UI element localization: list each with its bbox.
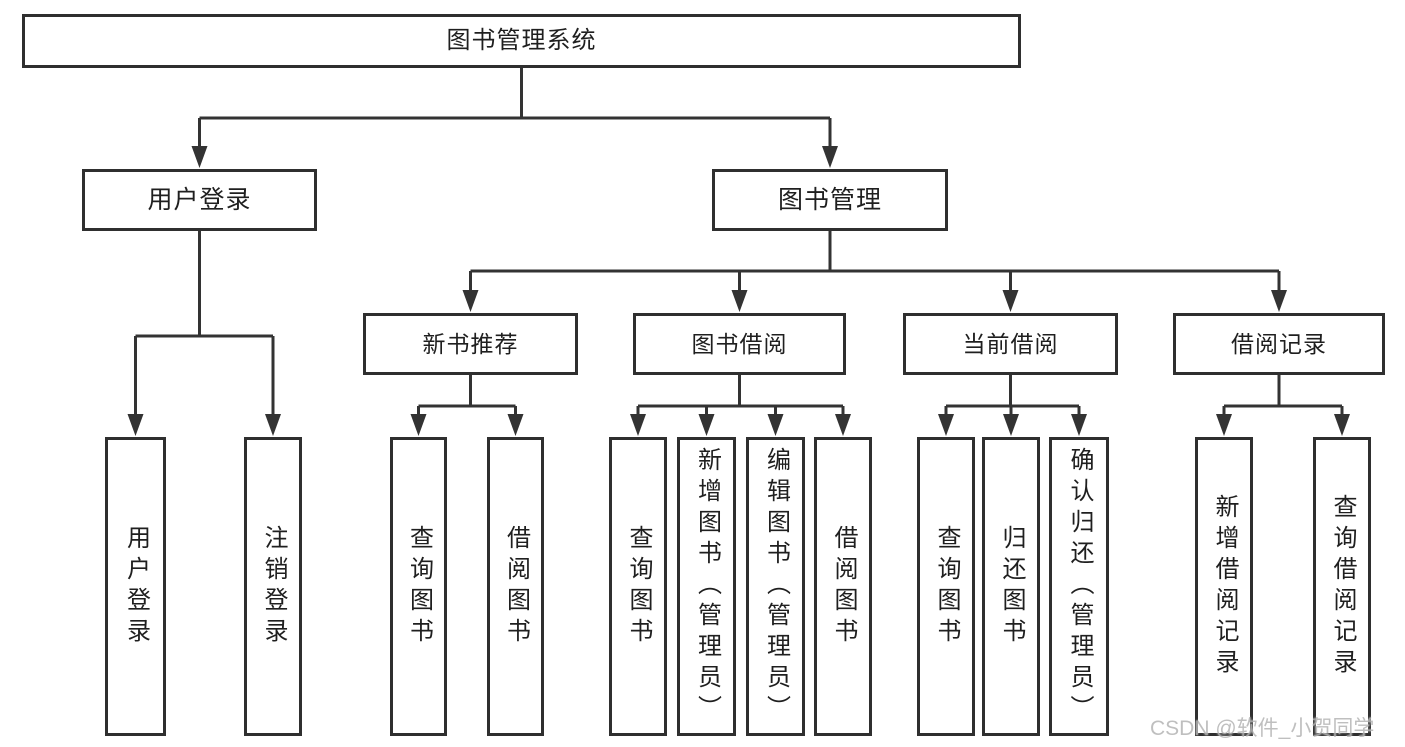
leaf-add-borrow-record: 新增借阅记录 [1195, 437, 1253, 736]
leaf-query-books-borrow-label: 查询图书 [625, 524, 652, 649]
connector-paths [134, 68, 1344, 416]
node-new-book-recommend: 新书推荐 [363, 313, 578, 375]
leaf-return-book-label: 归还图书 [998, 524, 1025, 649]
root-node-label: 图书管理系统 [446, 27, 597, 54]
leaf-borrow-books-newbook: 借阅图书 [487, 437, 544, 736]
node-book-management: 图书管理 [712, 169, 948, 231]
leaf-borrow-books-borrow-label: 借阅图书 [830, 524, 857, 649]
leaf-user-login-label: 用户登录 [122, 524, 150, 649]
leaf-logout-label: 注销登录 [260, 524, 287, 649]
root-node-library-system: 图书管理系统 [22, 14, 1021, 68]
node-current-borrowing-label: 当前借阅 [962, 330, 1059, 357]
leaf-confirm-return-admin-label: 确认归还（管理员） [1066, 447, 1093, 726]
leaf-confirm-return-admin: 确认归还（管理员） [1049, 437, 1109, 736]
leaf-add-borrow-record-label: 新增借阅记录 [1211, 493, 1238, 680]
leaf-logout: 注销登录 [244, 437, 302, 736]
leaf-query-books-borrow: 查询图书 [609, 437, 667, 736]
leaf-user-login: 用户登录 [105, 437, 166, 736]
node-borrowing-records-label: 借阅记录 [1231, 330, 1327, 357]
leaf-return-book: 归还图书 [982, 437, 1040, 736]
node-borrowing-records: 借阅记录 [1173, 313, 1385, 375]
csdn-watermark: CSDN @软件_小贺同学 [1150, 717, 1375, 740]
node-book-borrowing-label: 图书借阅 [691, 330, 788, 357]
node-current-borrowing: 当前借阅 [903, 313, 1118, 375]
leaf-borrow-books-borrow: 借阅图书 [814, 437, 872, 736]
leaf-borrow-books-newbook-label: 借阅图书 [502, 524, 530, 649]
node-new-book-recommend-label: 新书推荐 [422, 330, 519, 357]
leaf-add-book-admin-label: 新增图书（管理员） [693, 447, 721, 726]
leaf-add-book-admin: 新增图书（管理员） [677, 437, 736, 736]
node-user-login-label: 用户登录 [147, 185, 252, 214]
node-book-borrowing: 图书借阅 [633, 313, 846, 375]
arrowheads [127, 146, 1350, 436]
leaf-query-borrow-record-label: 查询借阅记录 [1329, 493, 1356, 680]
leaf-query-borrow-record: 查询借阅记录 [1313, 437, 1371, 736]
leaf-query-books-current: 查询图书 [917, 437, 975, 736]
leaf-query-books-current-label: 查询图书 [933, 524, 960, 649]
leaf-edit-book-admin: 编辑图书（管理员） [746, 437, 805, 736]
leaf-edit-book-admin-label: 编辑图书（管理员） [762, 447, 790, 726]
node-user-login: 用户登录 [82, 169, 317, 231]
leaf-query-books-newbook: 查询图书 [390, 437, 447, 736]
leaf-query-books-newbook-label: 查询图书 [405, 524, 433, 649]
node-book-management-label: 图书管理 [777, 185, 882, 214]
